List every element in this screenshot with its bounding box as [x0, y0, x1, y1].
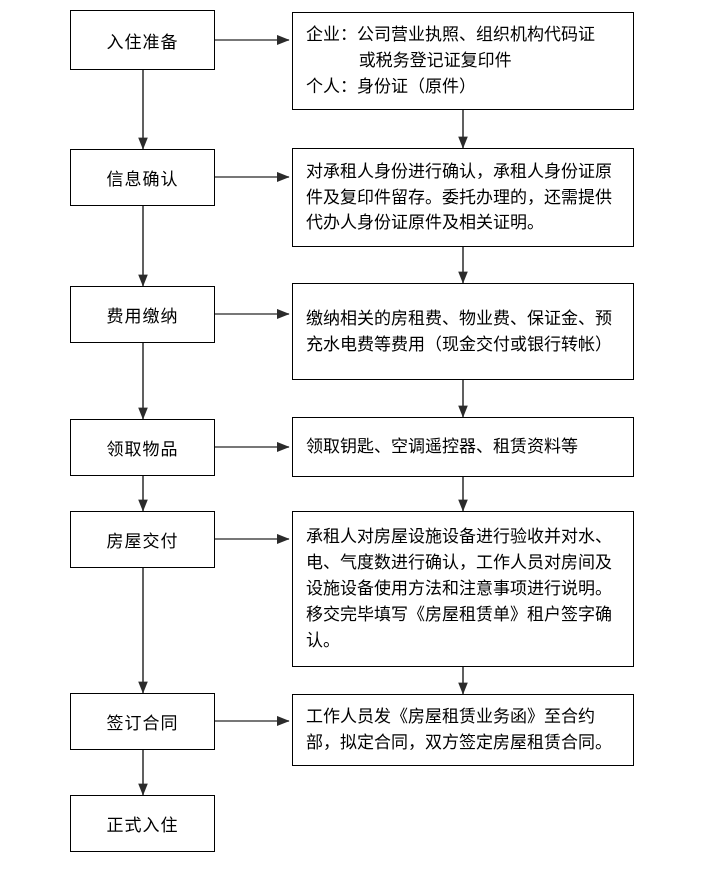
- step-node-feiyongjiaona[interactable]: 费用缴纳: [70, 286, 215, 343]
- detail-node-qiandinghetong[interactable]: 工作人员发《房屋租赁业务函》至合约部，拟定合同，双方签定房屋租赁合同。: [292, 694, 634, 766]
- step-label: 正式入住: [106, 816, 179, 835]
- detail-node-fangwujiaofu[interactable]: 承租人对房屋设施设备进行验收并对水、电、气度数进行确认，工作人员对房间及设施设备…: [292, 511, 634, 667]
- step-label: 房屋交付: [106, 532, 179, 551]
- detail-node-xinxiqueren[interactable]: 对承租人身份进行确认，承租人身份证原件及复印件留存。委托办理的，还需提供代办人身…: [292, 148, 634, 247]
- step-node-qiandinghetong[interactable]: 签订合同: [70, 693, 215, 750]
- detail-line: 工作人员发《房屋租赁业务函》至合约部，拟定合同，双方签定房屋租赁合同。: [306, 707, 612, 752]
- step-label: 费用缴纳: [106, 307, 179, 326]
- detail-line: 承租人对房屋设施设备进行验收并对水、电、气度数进行确认，工作人员对房间及设施设备…: [306, 527, 612, 650]
- step-node-ruzhuzhunbei[interactable]: 入住准备: [70, 10, 215, 70]
- step-node-zhengshiruzhu[interactable]: 正式入住: [70, 795, 215, 852]
- detail-line: 个人：身份证（原件）: [306, 76, 476, 96]
- step-label: 签订合同: [106, 714, 179, 733]
- detail-line: 对承租人身份进行确认，承租人身份证原件及复印件留存。委托办理的，还需提供代办人身…: [306, 161, 612, 233]
- step-node-xinxiqueren[interactable]: 信息确认: [70, 149, 215, 206]
- detail-node-lingquwupin[interactable]: 领取钥匙、空调遥控器、租赁资料等: [292, 417, 634, 477]
- detail-line: 企业：公司营业执照、组织机构代码证: [306, 25, 595, 45]
- detail-line: 或税务登记证复印件: [358, 51, 512, 71]
- step-node-fangwujiaofu[interactable]: 房屋交付: [70, 511, 215, 568]
- detail-node-ruzhuzhunbei[interactable]: 企业：公司营业执照、组织机构代码证 或税务登记证复印件 个人：身份证（原件）: [292, 12, 634, 110]
- step-node-lingquwupin[interactable]: 领取物品: [70, 419, 215, 476]
- step-label: 入住准备: [106, 32, 179, 52]
- step-label: 领取物品: [106, 440, 179, 459]
- detail-node-feiyongjiaona[interactable]: 缴纳相关的房租费、物业费、保证金、预充水电费等费用（现金交付或银行转帐）: [292, 283, 634, 380]
- detail-line: 缴纳相关的房租费、物业费、保证金、预充水电费等费用（现金交付或银行转帐）: [306, 308, 612, 354]
- step-label: 信息确认: [106, 170, 179, 189]
- detail-line: 领取钥匙、空调遥控器、租赁资料等: [306, 437, 578, 457]
